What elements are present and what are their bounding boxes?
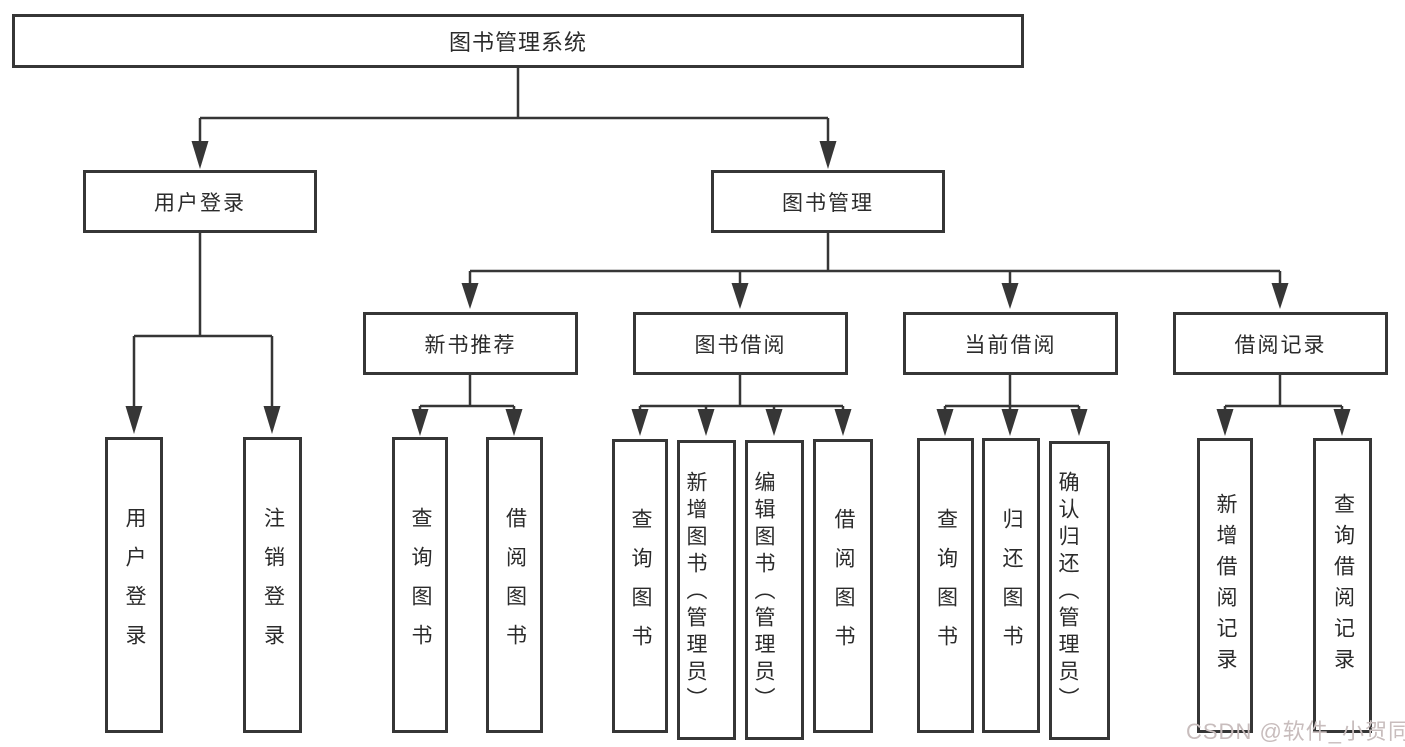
node-new-book-recommendation: 新书推荐 [363,312,578,375]
leaf-cb-confirm-return-admin: 确认归还（管理员） [1049,441,1110,740]
node-label: 归还图书 [1000,507,1023,664]
node-label: 注销登录 [261,507,285,663]
node-label: 图书管理系统 [448,30,587,55]
leaf-user-login: 用户登录 [105,437,163,733]
node-label: 用户登录 [154,191,246,215]
node-current-borrowing: 当前借阅 [903,312,1118,375]
node-label: 用户登录 [123,507,146,663]
leaf-logout: 注销登录 [243,437,302,733]
leaf-bb-query-books: 查询图书 [612,439,668,733]
node-label: 查询图书 [409,507,432,663]
csdn-watermark: CSDN @软件_小贺同学 [1186,719,1405,744]
leaf-nbr-borrow-books: 借阅图书 [486,437,543,733]
leaf-bb-borrow-books: 借阅图书 [813,439,873,733]
node-label: 新增借阅记录 [1214,492,1237,679]
node-borrowing-records: 借阅记录 [1173,312,1388,375]
node-book-management: 图书管理 [711,170,945,233]
leaf-br-add-record: 新增借阅记录 [1197,438,1253,733]
leaf-br-query-record: 查询借阅记录 [1313,438,1372,733]
node-label: 图书借阅 [694,333,787,357]
node-library-management-system: 图书管理系统 [12,14,1024,68]
node-label: 借阅记录 [1234,333,1327,357]
leaf-bb-add-books-admin: 新增图书（管理员） [677,440,736,740]
node-user-login: 用户登录 [83,170,317,233]
node-label: 新书推荐 [424,333,517,357]
node-label: 查询借阅记录 [1331,492,1355,679]
node-label: 图书管理 [782,191,874,215]
node-label: 确认归还（管理员） [1056,471,1079,714]
node-label: 当前借阅 [964,333,1057,357]
leaf-cb-query-books: 查询图书 [917,438,974,733]
node-label: 新增图书（管理员） [684,470,707,714]
node-label: 借阅图书 [503,507,527,663]
node-label: 借阅图书 [832,508,855,664]
node-label: 编辑图书（管理员） [752,470,775,714]
leaf-bb-edit-books-admin: 编辑图书（管理员） [745,440,804,740]
node-book-borrowing: 图书借阅 [633,312,848,375]
leaf-cb-return-books: 归还图书 [982,438,1040,733]
node-label: 查询图书 [629,508,652,664]
node-label: 查询图书 [934,507,958,664]
leaf-nbr-query-books: 查询图书 [392,437,448,733]
